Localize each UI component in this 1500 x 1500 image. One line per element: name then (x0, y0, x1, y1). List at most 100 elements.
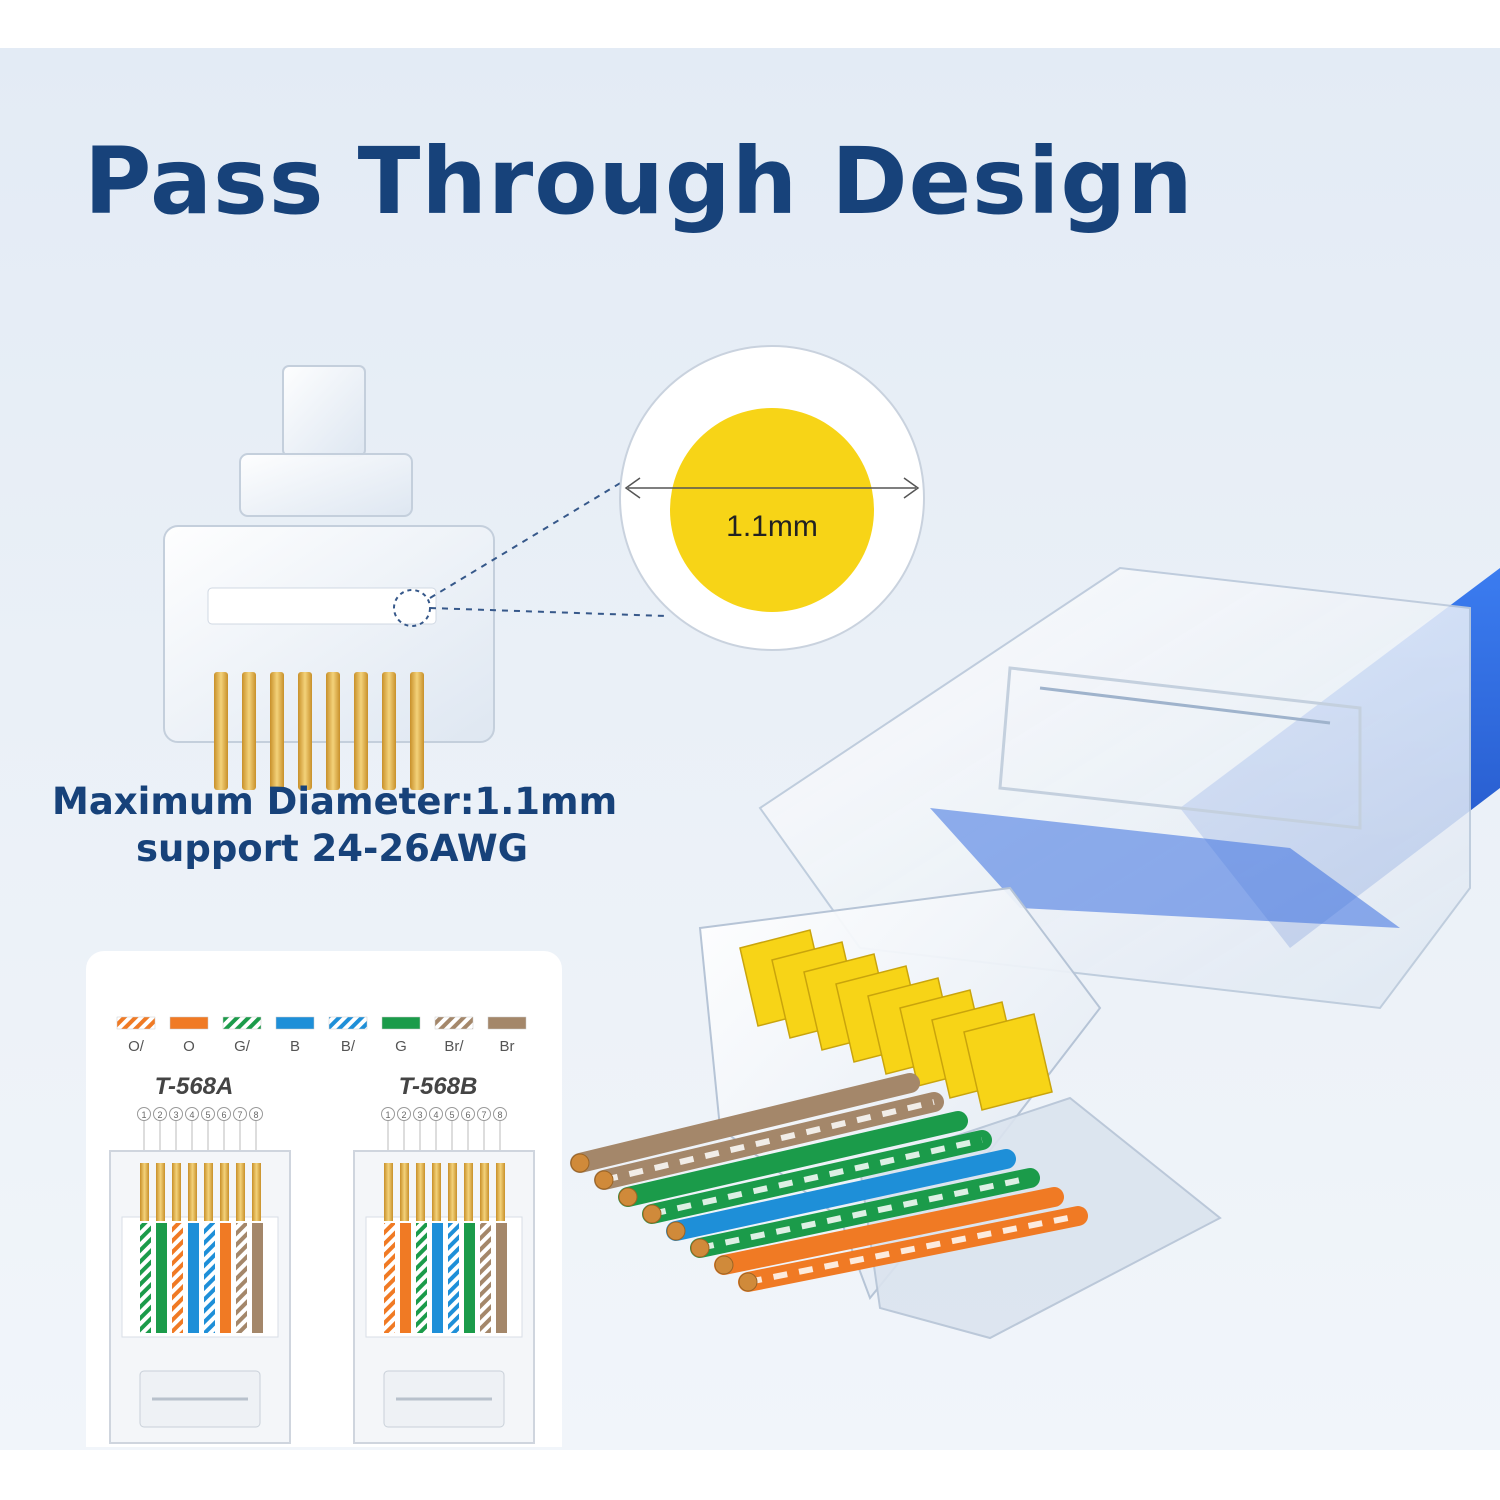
plug-contact (156, 1163, 165, 1221)
plug-contact (220, 1163, 229, 1221)
standard-name: T-568A (155, 1073, 234, 1100)
plug-wire (400, 1223, 411, 1333)
copper-tip (714, 1255, 734, 1275)
pin-number-circle (217, 1107, 231, 1121)
pin-number: 7 (481, 1110, 486, 1120)
page-title: Pass Through Design (84, 128, 1194, 235)
connector-front-view (163, 365, 495, 790)
product-banner: Pass Through Design (0, 48, 1500, 1450)
plug-wire (432, 1223, 443, 1333)
gold-contact (326, 672, 340, 790)
legend-swatch (434, 1016, 474, 1030)
awg-support-text: support 24-26AWG (135, 827, 529, 870)
pin-number: 5 (205, 1110, 210, 1120)
zoom-guide-lower (429, 607, 667, 617)
gold-contact (410, 672, 424, 790)
legend-label: G (395, 1038, 407, 1055)
plug-wire (236, 1223, 247, 1333)
copper-tip (738, 1272, 758, 1292)
plug-wire (416, 1223, 427, 1333)
legend-swatch (169, 1016, 209, 1030)
plug-wire (384, 1223, 395, 1333)
plug-wire (448, 1223, 459, 1333)
plug-wire (188, 1223, 199, 1333)
plug-contact (480, 1163, 489, 1221)
pin-number: 2 (157, 1110, 162, 1120)
pin-number: 6 (465, 1110, 470, 1120)
pin-number-circle (233, 1107, 247, 1121)
gold-contact (214, 672, 228, 790)
copper-tip (642, 1204, 662, 1224)
gold-contact (242, 672, 256, 790)
contact-blades (739, 929, 1053, 1111)
copper-tip (666, 1221, 686, 1241)
plug-wire (172, 1223, 183, 1333)
pin-number: 3 (417, 1110, 422, 1120)
wiring-standards: T-568A 1 2 3 4 5 6 7 8 T-568B 1 2 3 4 5 6 7 8 (109, 1073, 535, 1444)
pin-number: 1 (141, 1110, 146, 1120)
wire-stripe (747, 1213, 1079, 1285)
wire (666, 1149, 1016, 1241)
plug-wire (464, 1223, 475, 1333)
plug-wire (204, 1223, 215, 1333)
max-diameter-text: Maximum Diameter:1.1mm (52, 780, 618, 823)
pin-number-circle (249, 1107, 263, 1121)
spec-caption: Maximum Diameter:1.1mm support 24-26AWG (52, 778, 618, 872)
plug-wire (496, 1223, 507, 1333)
pin-number-circle (445, 1107, 459, 1121)
legend-swatch (381, 1016, 421, 1030)
wire (618, 1111, 968, 1207)
pin-number: 2 (401, 1110, 406, 1120)
wire (714, 1187, 1064, 1275)
pin-number-circle (413, 1107, 427, 1121)
legend-label: B/ (341, 1038, 356, 1055)
pin-number: 5 (449, 1110, 454, 1120)
legend-swatch (116, 1016, 156, 1030)
pin-number: 6 (221, 1110, 226, 1120)
gold-contact (270, 672, 284, 790)
legend-label: B (290, 1038, 300, 1055)
gold-contacts (214, 672, 424, 790)
pin-number-circle (397, 1107, 411, 1121)
standard-t-568a: T-568A 1 2 3 4 5 6 7 8 (109, 1073, 291, 1444)
pin-number: 8 (253, 1110, 258, 1120)
plug-contact (448, 1163, 457, 1221)
copper-tip (570, 1153, 590, 1173)
contact-blade (963, 1013, 1053, 1111)
plug-wire (220, 1223, 231, 1333)
legend-swatch (275, 1016, 315, 1030)
legend-label: O/ (128, 1038, 145, 1055)
pin-number-circle (201, 1107, 215, 1121)
wire (570, 1073, 920, 1173)
pin-number-circle (169, 1107, 183, 1121)
wire-cross-section (670, 408, 874, 612)
plug-contact (188, 1163, 197, 1221)
pin-number-circle (461, 1107, 475, 1121)
connector-perspective-view (570, 566, 1500, 1340)
gold-contact (298, 672, 312, 790)
plug-contact (464, 1163, 473, 1221)
plug-wire (140, 1223, 151, 1333)
copper-tip (618, 1187, 638, 1207)
pin-number-circle (137, 1107, 151, 1121)
pin-number: 4 (189, 1110, 194, 1120)
plug-contact (432, 1163, 441, 1221)
legend-swatch (487, 1016, 527, 1030)
legend-label: Br/ (444, 1038, 464, 1055)
gold-contact (354, 672, 368, 790)
diameter-label: 1.1mm (726, 510, 818, 543)
legend-swatch (222, 1016, 262, 1030)
legend-label: G/ (234, 1038, 251, 1055)
legend-label: O (183, 1038, 195, 1055)
plug-wire (480, 1223, 491, 1333)
plug-contact (236, 1163, 245, 1221)
plug-wire (252, 1223, 263, 1333)
pin-number: 8 (497, 1110, 502, 1120)
pin-number: 3 (173, 1110, 178, 1120)
diameter-zoom-circle: 1.1mm (619, 345, 925, 651)
standard-name: T-568B (399, 1073, 478, 1100)
pin-number-circle (429, 1107, 443, 1121)
pin-number: 7 (237, 1110, 242, 1120)
